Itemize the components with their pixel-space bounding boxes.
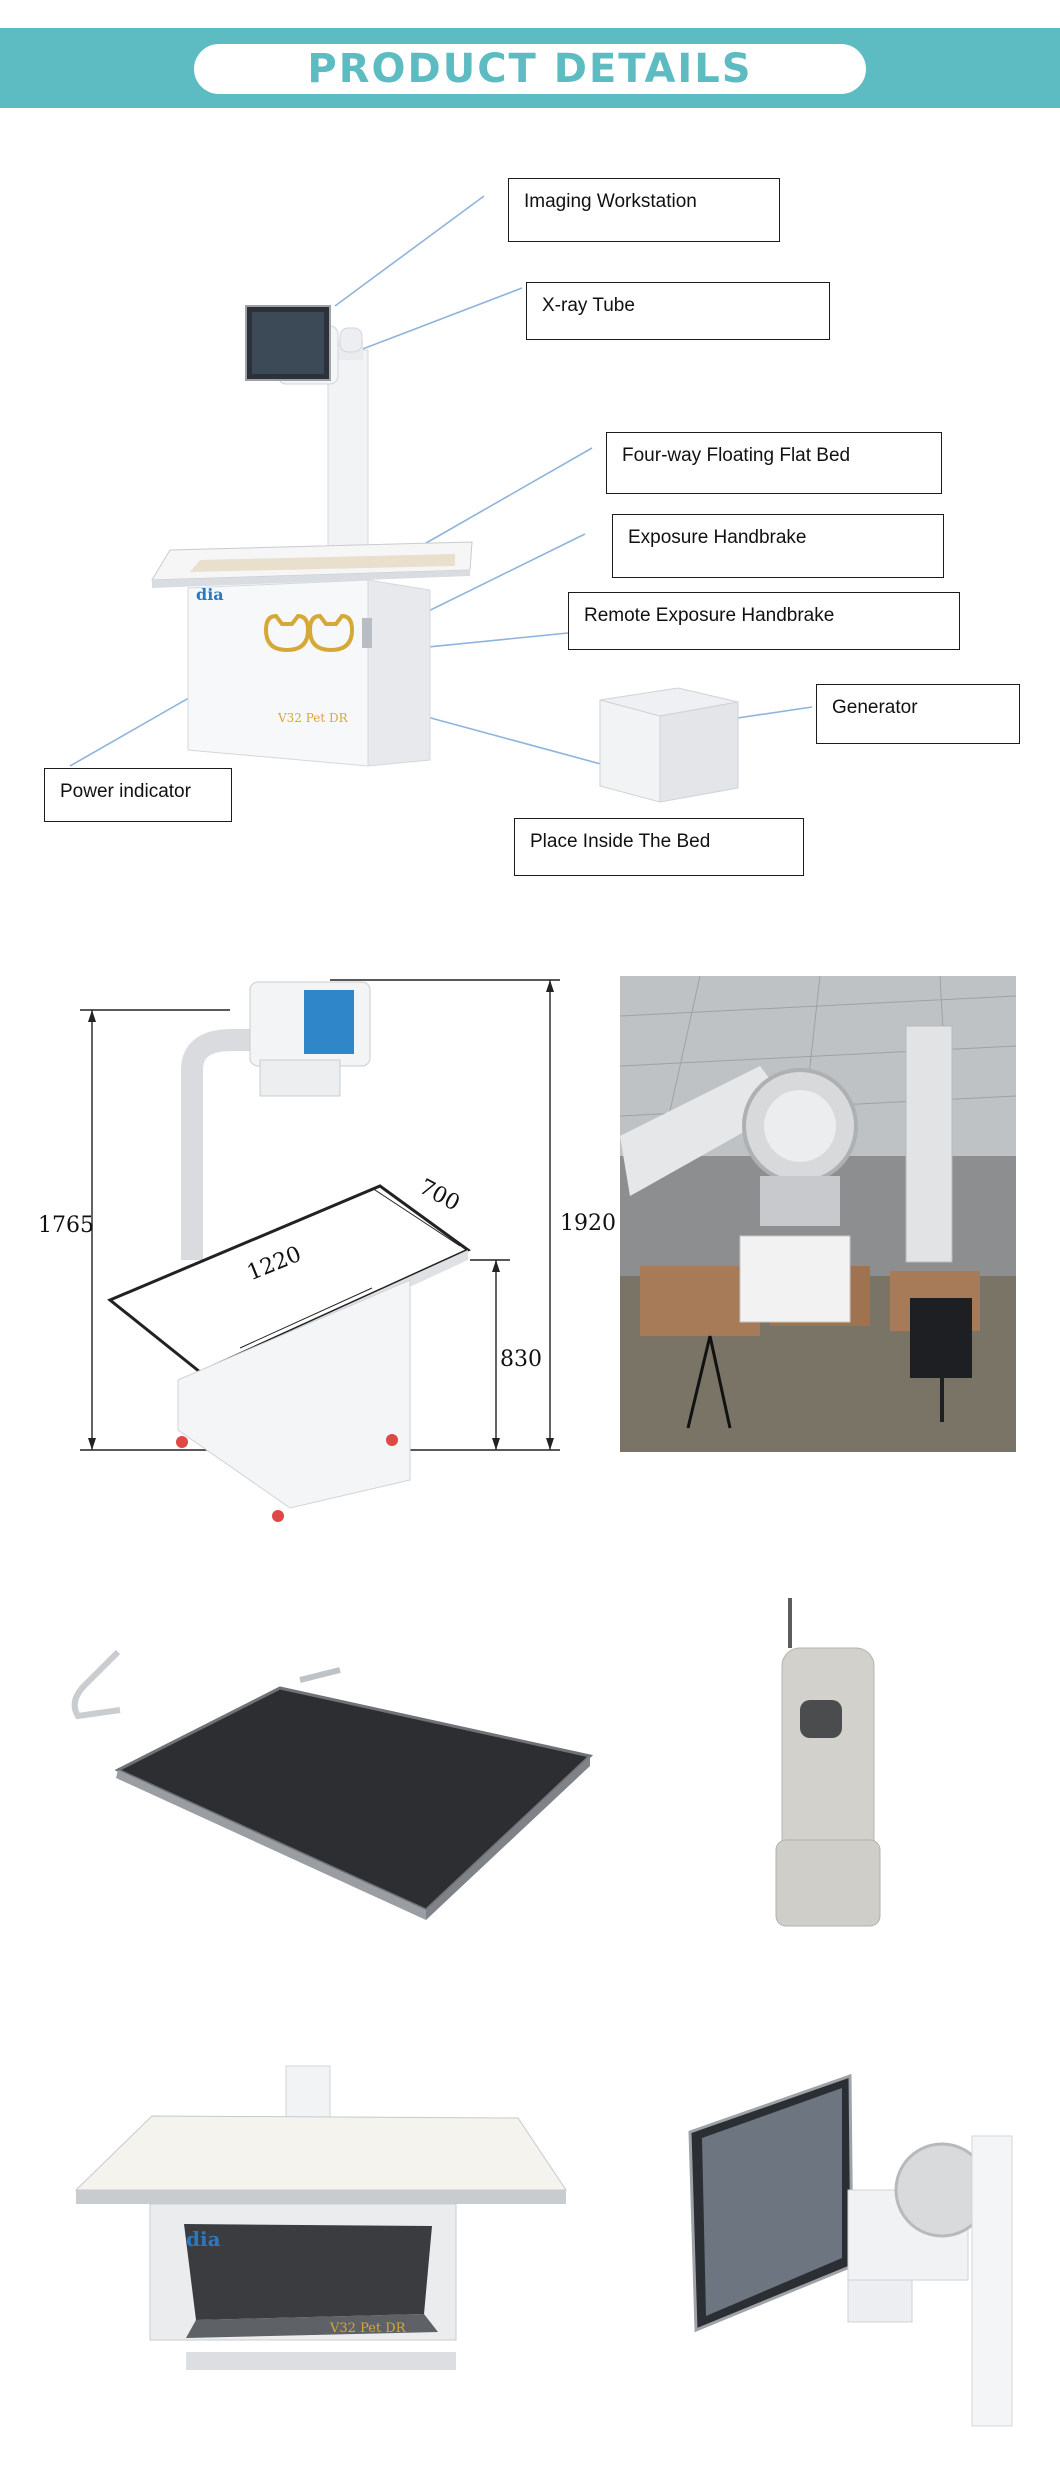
callout-label: X-ray Tube	[542, 295, 635, 316]
model-label-2: V32 Pet DR	[329, 2321, 407, 2336]
callout-label: Place Inside The Bed	[530, 831, 711, 852]
callout-generator: Generator	[816, 684, 1020, 744]
callout-power-indicator: Power indicator	[44, 768, 232, 822]
brand-logo: dia	[196, 585, 224, 604]
accessories-row-2: V32 Pet DR dia	[74, 2065, 1013, 2427]
callout-remote-exposure-handbrake: Remote Exposure Handbrake	[568, 592, 960, 650]
callout-label: Power indicator	[60, 781, 191, 802]
pet-logo-icon	[263, 613, 355, 653]
model-label: V32 Pet DR	[277, 711, 349, 725]
callout-flat-bed: Four-way Floating Flat Bed	[606, 432, 942, 494]
installation-photo	[620, 976, 1016, 1452]
callout-xray-tube: X-ray Tube	[526, 282, 830, 340]
dim-height-arm: 1765	[38, 1213, 94, 1238]
callout-label: Remote Exposure Handbrake	[584, 605, 835, 626]
callout-label: Generator	[832, 697, 918, 718]
callout-label: Exposure Handbrake	[628, 527, 807, 548]
header-title-pill: PRODUCT DETAILS	[194, 44, 866, 94]
callout-label: Four-way Floating Flat Bed	[622, 445, 851, 466]
dim-table-width: 700	[415, 1175, 464, 1217]
page-title: PRODUCT DETAILS	[307, 46, 753, 92]
accessories-row-1	[71, 1598, 881, 1927]
dim-table-height: 830	[500, 1347, 542, 1372]
callout-exposure-handbrake: Exposure Handbrake	[612, 514, 944, 578]
dim-height-total: 1920	[560, 1211, 616, 1236]
callout-label: Imaging Workstation	[524, 191, 697, 212]
dimension-drawing: 1765 1920 830 1220 700	[38, 979, 616, 1522]
brand-logo-2: dia	[186, 2227, 221, 2251]
callout-imaging-workstation: Imaging Workstation	[508, 178, 780, 242]
callout-place-inside-bed: Place Inside The Bed	[514, 818, 804, 876]
product-diagram: dia V32 Pet DR	[69, 195, 813, 803]
